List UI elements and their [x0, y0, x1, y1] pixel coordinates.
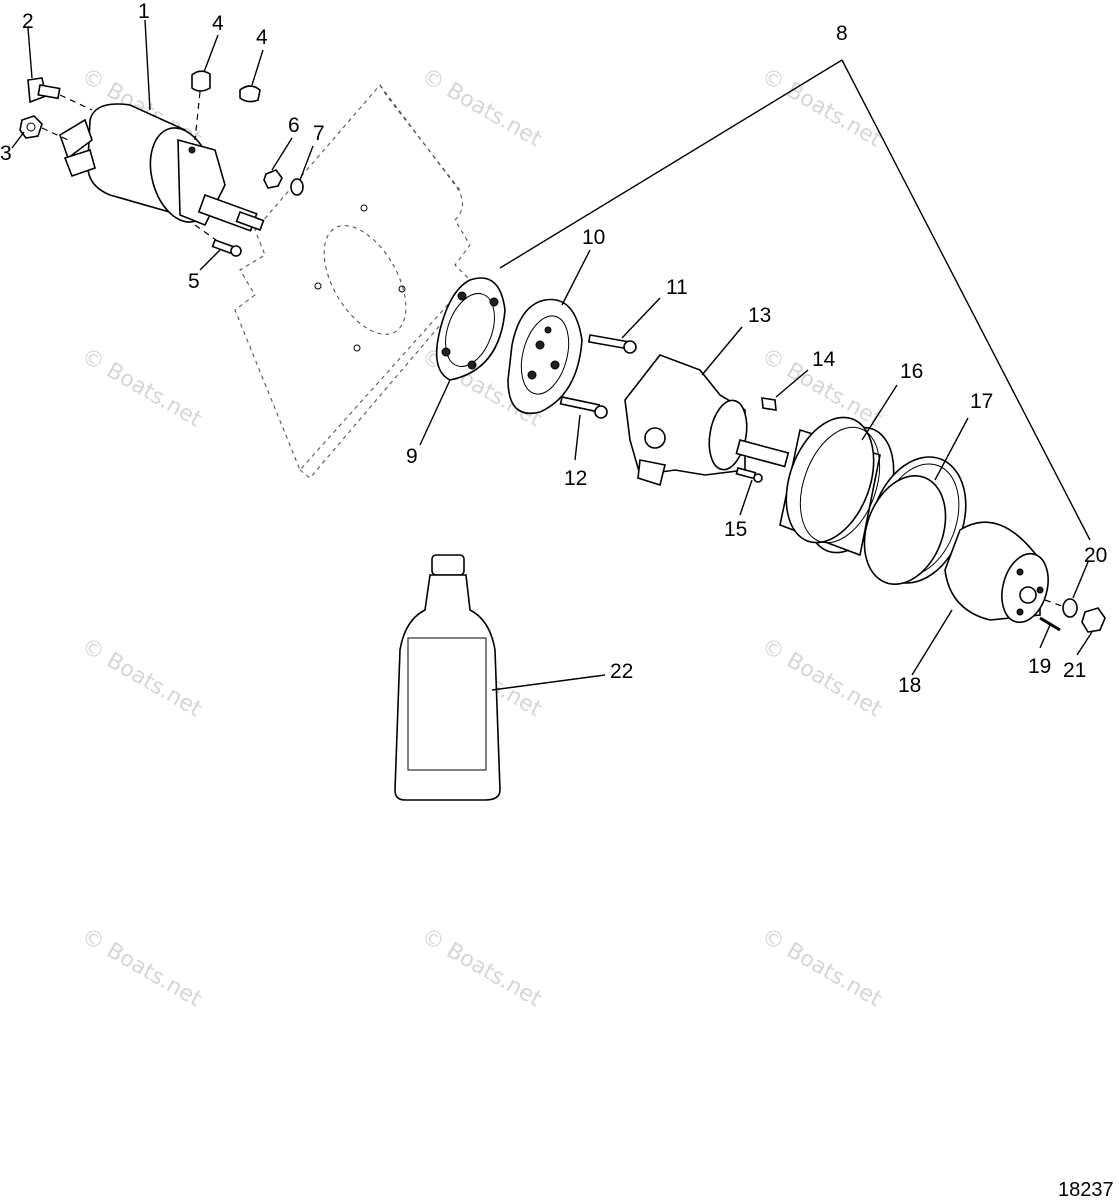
part-22-bottle [394, 554, 501, 801]
callout-15: 15 [724, 518, 747, 541]
callout-1: 1 [138, 0, 150, 23]
callout-8: 8 [836, 22, 848, 45]
callout-20: 20 [1084, 544, 1107, 567]
watermark: © Boats.net [417, 64, 546, 153]
watermark: © Boats.net [757, 634, 886, 723]
callout-18: 18 [898, 674, 921, 697]
callout-9: 9 [406, 445, 418, 468]
callout-2: 2 [22, 10, 34, 33]
leader-lines [11, 19, 1093, 691]
part-15-screw [735, 467, 763, 483]
part-19-pin [1039, 616, 1061, 632]
part-1-pump-motor [59, 103, 265, 232]
part-3-nut [19, 115, 43, 139]
part-13-pump-housing [624, 354, 790, 487]
callout-3: 3 [0, 142, 12, 165]
part-17-ring [863, 456, 967, 586]
watermark: © Boats.net [77, 924, 206, 1013]
part-20-washer [1062, 598, 1078, 618]
part-2-elbow-fitting [27, 77, 61, 104]
callout-22: 22 [610, 660, 633, 683]
callout-4b: 4 [256, 26, 268, 49]
part-10-cover-plate [507, 298, 583, 415]
part-18-cone-housing [944, 521, 1049, 624]
part-9-gasket [435, 277, 506, 381]
part-7-washer [290, 178, 304, 196]
callout-12: 12 [564, 467, 587, 490]
callout-14: 14 [812, 348, 836, 371]
callout-5: 5 [188, 270, 200, 293]
callout-10: 10 [582, 226, 605, 249]
part-11-bolt [587, 334, 637, 354]
callout-13: 13 [748, 304, 771, 327]
callout-17: 17 [970, 390, 993, 413]
part-21-nut [1081, 607, 1106, 633]
part-5-screw [211, 238, 242, 257]
callout-6: 6 [288, 114, 300, 137]
watermark: © Boats.net [417, 924, 546, 1013]
callout-labels: 1 2 3 4 4 5 6 7 8 9 10 11 12 13 14 15 16… [0, 0, 1107, 697]
callout-16: 16 [900, 360, 923, 383]
part-4-grommet [191, 70, 261, 103]
watermark: © Boats.net [757, 924, 886, 1013]
callout-11: 11 [666, 276, 688, 299]
part-14-key [761, 397, 777, 411]
watermark: © Boats.net [77, 344, 206, 433]
mounting-plate [234, 84, 471, 479]
callout-4a: 4 [212, 12, 224, 35]
callout-7: 7 [313, 122, 325, 145]
part-6-nut [263, 169, 283, 189]
callout-21: 21 [1063, 659, 1086, 682]
watermark: © Boats.net [77, 634, 206, 723]
callout-19: 19 [1028, 655, 1051, 678]
part-12-bolt [559, 396, 608, 419]
figure-number: 18237 [1058, 1179, 1114, 1200]
